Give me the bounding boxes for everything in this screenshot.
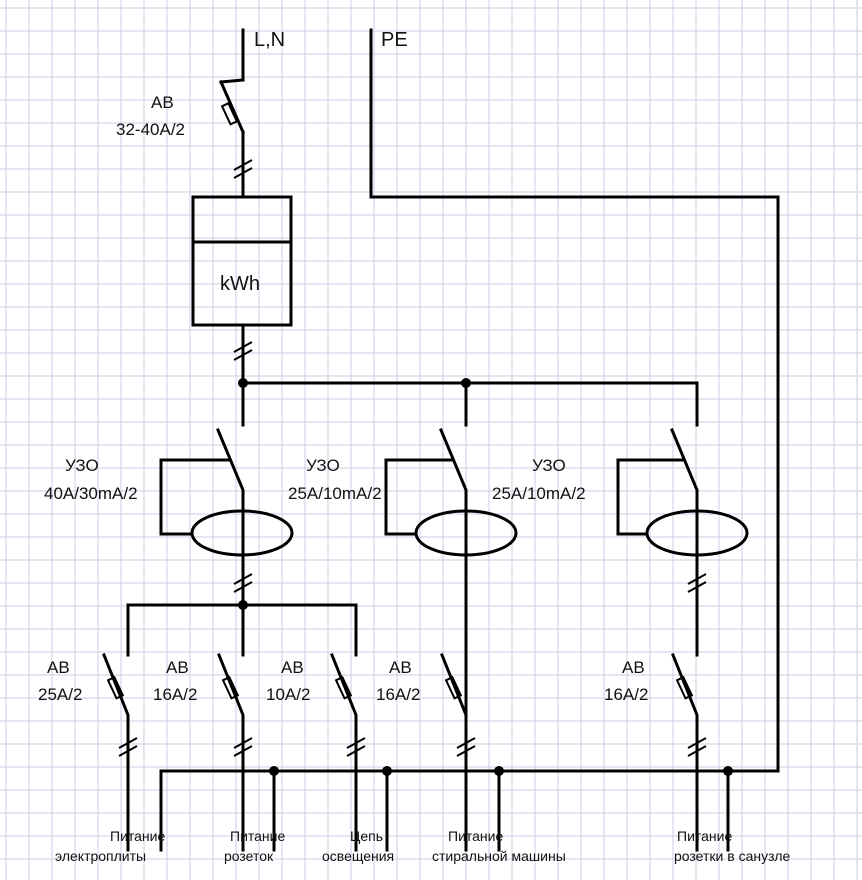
main-breaker-2pole-mark bbox=[233, 159, 253, 179]
output1-line1: Питание bbox=[110, 828, 165, 844]
label-pe: PE bbox=[381, 29, 408, 51]
breaker4-rating: 16A/2 bbox=[376, 685, 420, 704]
rcd1-rating: 40A/30mA/2 bbox=[44, 484, 138, 503]
junction-dot bbox=[461, 378, 471, 388]
breaker1-type: АВ bbox=[47, 658, 70, 677]
breaker-1 bbox=[102, 653, 138, 852]
breaker-3 bbox=[330, 653, 366, 852]
label-ln: L,N bbox=[254, 29, 285, 51]
rcd1-type: УЗО bbox=[65, 456, 99, 475]
output1-line2: электроплиты bbox=[55, 848, 146, 864]
rcd2-type: УЗО bbox=[306, 456, 340, 475]
output4-line1: Питание bbox=[448, 828, 503, 844]
meter-label: kWh bbox=[220, 273, 260, 295]
output5-line1: Питание bbox=[677, 828, 732, 844]
rcd-3 bbox=[616, 413, 749, 657]
rcd3-rating: 25A/10mA/2 bbox=[492, 484, 586, 503]
breaker5-type: АВ bbox=[622, 658, 645, 677]
output5-line2: розетки в санузле bbox=[674, 848, 791, 864]
main-breaker-switch bbox=[219, 80, 245, 134]
breaker2-type: АВ bbox=[166, 658, 189, 677]
output3-line1: Цепь bbox=[350, 828, 383, 844]
junction-dot bbox=[238, 378, 248, 388]
output2-line2: розеток bbox=[224, 848, 274, 864]
rcd3-type: УЗО bbox=[532, 456, 566, 475]
breaker-4 bbox=[440, 653, 476, 852]
breaker3-type: АВ bbox=[281, 658, 304, 677]
breaker-2 bbox=[217, 603, 253, 852]
pe-bus bbox=[159, 28, 780, 852]
breaker1-rating: 25A/2 bbox=[38, 685, 82, 704]
rcd-1 bbox=[159, 413, 294, 607]
breaker3-rating: 10A/2 bbox=[266, 685, 310, 704]
pe-drops bbox=[269, 766, 733, 852]
breaker-5 bbox=[671, 653, 707, 852]
breaker2-rating: 16A/2 bbox=[153, 685, 197, 704]
rcd2-rating: 25A/10mA/2 bbox=[288, 484, 382, 503]
meter-2pole-mark bbox=[233, 341, 253, 361]
breaker4-type: АВ bbox=[389, 658, 412, 677]
rcd-2 bbox=[384, 413, 518, 743]
output2-line1: Питание bbox=[230, 828, 285, 844]
breaker5-rating: 16A/2 bbox=[604, 685, 648, 704]
main-breaker-thermal bbox=[220, 101, 239, 126]
main-breaker-rating: 32-40A/2 bbox=[116, 120, 185, 139]
output4-line2: стиральной машины bbox=[432, 848, 566, 864]
distribution-bus bbox=[241, 381, 699, 417]
output3-line2: освещения bbox=[322, 848, 394, 864]
main-breaker-type: АВ bbox=[151, 93, 174, 112]
main-breaker-switch-arm bbox=[219, 78, 245, 84]
